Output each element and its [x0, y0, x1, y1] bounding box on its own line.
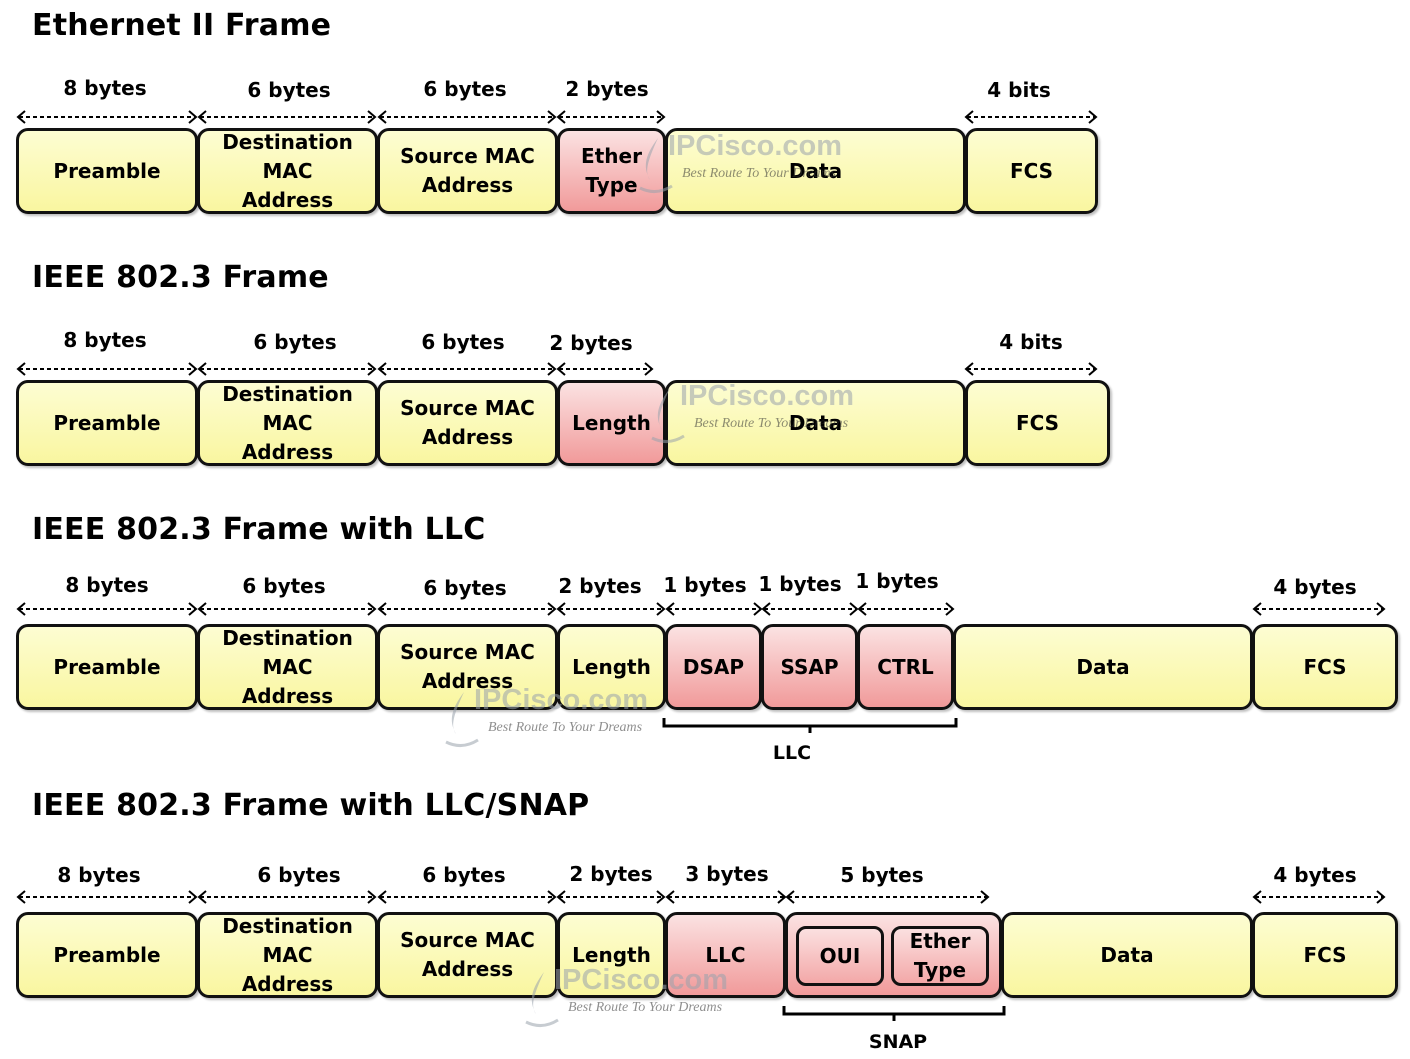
size-arrow: [377, 602, 557, 616]
size-arrow: [16, 110, 198, 124]
size-label: 6 bytes: [242, 574, 326, 598]
size-label: 6 bytes: [421, 330, 505, 354]
destination-mac-field: Destination MAC Address: [197, 380, 378, 466]
preamble-field: Preamble: [16, 380, 198, 466]
watermark-slogan: Best Route To Your Dreams: [488, 720, 643, 735]
size-label: 6 bytes: [422, 863, 506, 887]
size-label: 2 bytes: [558, 574, 642, 598]
size-label: 4 bits: [999, 330, 1063, 354]
size-arrow: [761, 602, 859, 616]
size-label: 5 bytes: [840, 863, 924, 887]
size-label: 1 bytes: [663, 573, 747, 597]
source-mac-field: Source MAC Address: [377, 912, 558, 998]
destination-mac-field: Destination MAC Address: [197, 128, 378, 214]
size-label: 2 bytes: [569, 862, 653, 886]
size-arrow: [16, 362, 198, 376]
size-label: 6 bytes: [253, 330, 337, 354]
size-arrow: [1252, 890, 1386, 904]
length-field: Length: [557, 624, 666, 710]
size-arrow: [16, 890, 198, 904]
source-mac-field: Source MAC Address: [377, 624, 558, 710]
size-arrow: [964, 110, 1098, 124]
size-arrow: [197, 110, 377, 124]
size-arrow: [197, 602, 377, 616]
size-label: 1 bytes: [758, 572, 842, 596]
fcs-field: FCS: [1252, 624, 1398, 710]
size-arrow: [665, 602, 763, 616]
ether-type-field: Ether Type: [891, 926, 989, 986]
section-title: Ethernet II Frame: [32, 8, 332, 43]
section-title: IEEE 802.3 Frame: [32, 260, 329, 295]
section-title: IEEE 802.3 Frame with LLC/SNAP: [32, 788, 590, 823]
ether-type-field: Ether Type: [557, 128, 666, 214]
size-label: 6 bytes: [423, 77, 507, 101]
ctrl-field: CTRL: [857, 624, 954, 710]
data-field: Data: [1001, 912, 1253, 998]
size-label: 6 bytes: [423, 576, 507, 600]
snap-field: OUI Ether Type: [785, 912, 1002, 998]
size-label: 1 bytes: [855, 569, 939, 593]
size-label: 8 bytes: [63, 76, 147, 100]
source-mac-field: Source MAC Address: [377, 380, 558, 466]
destination-mac-field: Destination MAC Address: [197, 624, 378, 710]
size-label: 4 bytes: [1273, 575, 1357, 599]
section-title: IEEE 802.3 Frame with LLC: [32, 512, 486, 547]
llc-bracket-label: LLC: [772, 742, 812, 764]
size-arrow: [377, 362, 557, 376]
data-field: Data: [953, 624, 1253, 710]
preamble-field: Preamble: [16, 624, 198, 710]
preamble-field: Preamble: [16, 128, 198, 214]
fcs-field: FCS: [965, 128, 1098, 214]
size-arrow: [377, 110, 557, 124]
size-arrow: [556, 602, 666, 616]
size-arrow: [556, 362, 654, 376]
size-arrow: [665, 890, 787, 904]
snap-bracket: [782, 1006, 1006, 1021]
llc-bracket: [662, 718, 958, 733]
size-arrow: [556, 890, 666, 904]
size-label: 6 bytes: [247, 78, 331, 102]
size-label: 4 bits: [987, 78, 1051, 102]
size-label: 8 bytes: [57, 863, 141, 887]
size-label: 3 bytes: [685, 862, 769, 886]
data-field: Data: [665, 128, 966, 214]
fcs-field: FCS: [1252, 912, 1398, 998]
size-arrow: [16, 602, 198, 616]
size-arrow: [197, 890, 377, 904]
dsap-field: DSAP: [665, 624, 762, 710]
size-label: 4 bytes: [1273, 863, 1357, 887]
size-label: 2 bytes: [549, 331, 633, 355]
snap-bracket-label: SNAP: [868, 1031, 928, 1053]
size-arrow: [377, 890, 557, 904]
size-arrow: [964, 362, 1098, 376]
size-label: 6 bytes: [257, 863, 341, 887]
fcs-field: FCS: [965, 380, 1110, 466]
size-label: 8 bytes: [63, 328, 147, 352]
source-mac-field: Source MAC Address: [377, 128, 558, 214]
llc-field: LLC: [665, 912, 786, 998]
size-label: 2 bytes: [565, 77, 649, 101]
length-field: Length: [557, 380, 666, 466]
size-arrow: [197, 362, 377, 376]
data-field: Data: [665, 380, 966, 466]
ssap-field: SSAP: [761, 624, 858, 710]
size-arrow: [1252, 602, 1386, 616]
size-arrow: [857, 602, 955, 616]
destination-mac-field: Destination MAC Address: [197, 912, 378, 998]
size-arrow: [556, 110, 666, 124]
preamble-field: Preamble: [16, 912, 198, 998]
watermark-slogan: Best Route To Your Dreams: [568, 1000, 723, 1015]
oui-field: OUI: [796, 926, 884, 986]
size-arrow: [785, 890, 990, 904]
size-label: 8 bytes: [65, 573, 149, 597]
length-field: Length: [557, 912, 666, 998]
